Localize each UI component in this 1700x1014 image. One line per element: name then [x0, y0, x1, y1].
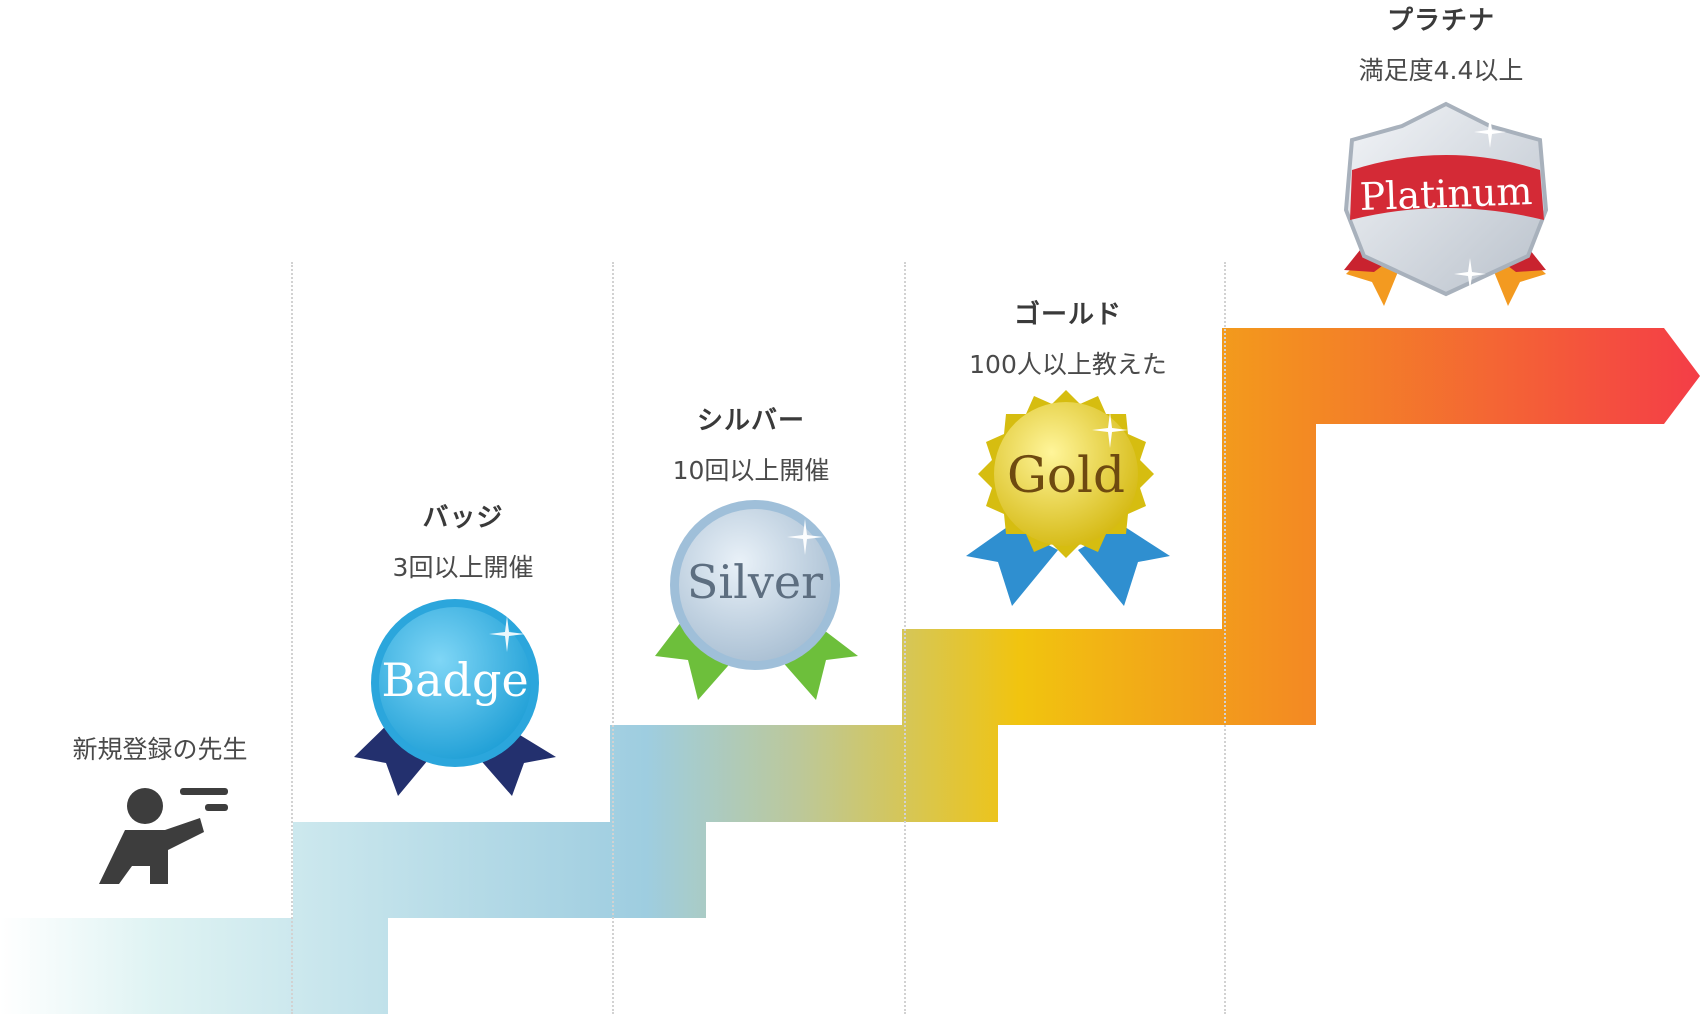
column-divider [904, 262, 906, 1014]
stage-title: プラチナ [1386, 6, 1495, 36]
stage-title: シルバー [696, 406, 805, 436]
stage-requirement: 10回以上開催 [672, 456, 830, 485]
stage-badge: バッジ 3回以上開催 [303, 497, 623, 584]
badge-medal-label: Badge [381, 653, 529, 707]
gold-medal-icon [966, 390, 1170, 606]
stage-requirement: 3回以上開催 [392, 553, 534, 582]
stage-silver: シルバー 10回以上開催 [591, 400, 911, 487]
teacher-pointing-icon [99, 788, 228, 884]
gold-medal-label: Gold [1006, 446, 1126, 504]
stage-title: バッジ [422, 503, 504, 533]
column-divider [612, 262, 614, 1014]
stage-platinum: プラチナ 満足度4.4以上 [1281, 0, 1601, 87]
stage-beginner: 新規登録の先生 [0, 716, 320, 766]
column-divider [291, 262, 293, 1014]
platinum-shield-label: Platinum [1358, 168, 1534, 220]
blue-medal-icon [354, 599, 556, 796]
stage-requirement: 100人以上教えた [969, 350, 1167, 379]
stage-gold: ゴールド 100人以上教えた [908, 294, 1228, 381]
column-divider [1224, 262, 1226, 1014]
stage-requirement: 満足度4.4以上 [1358, 56, 1524, 85]
stage-title: ゴールド [1013, 300, 1122, 330]
staircase-band [0, 328, 1700, 1014]
platinum-shield-icon [1343, 101, 1549, 306]
silver-medal-icon [655, 500, 858, 700]
silver-medal-label: Silver [686, 555, 824, 609]
stage-requirement: 新規登録の先生 [72, 735, 248, 764]
